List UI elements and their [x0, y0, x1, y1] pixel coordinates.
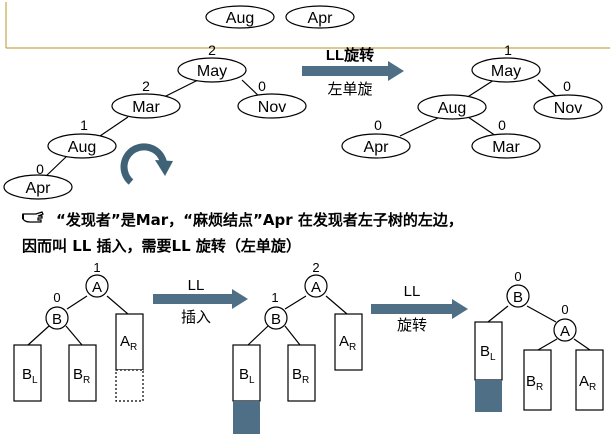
- caption-line-1: “发现者”是Mar，“麻烦结点”Apr 在发现者左子树的左边，: [56, 209, 463, 230]
- right-arrow-icon: [153, 289, 248, 309]
- svg-text:BL: BL: [239, 366, 255, 386]
- stage2-subtree-ar: AR: [334, 313, 363, 371]
- svg-text:BR: BR: [526, 373, 543, 393]
- caption-line-2: 因而叫 LL 插入，需要LL 旋转（左单旋）: [22, 235, 301, 256]
- tree-after-edges: [399, 79, 559, 137]
- tree-after-node-mar: Mar 0: [471, 117, 541, 159]
- svg-text:BR: BR: [73, 366, 90, 386]
- ll-insert-arrow: LL 插入: [153, 277, 248, 326]
- svg-text:B: B: [271, 311, 281, 328]
- svg-text:Apr: Apr: [364, 139, 390, 156]
- right-arrow-icon: [302, 61, 404, 81]
- svg-text:Aug: Aug: [438, 100, 466, 117]
- svg-text:BL: BL: [480, 343, 496, 363]
- svg-text:B: B: [513, 289, 523, 306]
- pending-node-apr: Apr: [285, 5, 355, 29]
- svg-text:AR: AR: [120, 333, 137, 353]
- tree-before-node-nov: Nov 0: [237, 78, 307, 119]
- stage3-subtree-br: BR: [523, 349, 552, 411]
- schematic-stage-1: A 1 B 0 BL BR AR: [13, 260, 144, 402]
- tree-after-node-aug: Aug: [417, 94, 487, 120]
- tree-after-node-may: May 1: [471, 42, 541, 83]
- svg-text:0: 0: [498, 117, 506, 133]
- stage3-subtree-ar: AR: [575, 349, 604, 411]
- svg-text:1: 1: [504, 42, 512, 58]
- svg-text:2: 2: [142, 78, 150, 94]
- right-arrow-icon: [371, 299, 468, 319]
- stage2-node-b: B 1: [264, 290, 288, 330]
- stage2-subtree-bl: BL: [232, 344, 261, 434]
- svg-text:左单旋: 左单旋: [327, 81, 372, 98]
- svg-text:LL: LL: [404, 283, 421, 300]
- pending-node-aug: Aug: [205, 5, 275, 29]
- tree-before-node-aug: Aug 1: [47, 117, 117, 159]
- svg-text:Apr: Apr: [26, 180, 52, 197]
- stage3-inserted-block: [475, 380, 502, 412]
- svg-text:Nov: Nov: [554, 100, 582, 117]
- svg-text:AR: AR: [579, 373, 596, 393]
- corner-bracket: [5, 2, 610, 49]
- svg-text:插入: 插入: [181, 309, 211, 326]
- svg-text:0: 0: [36, 161, 44, 177]
- stage2-node-a: A 2: [304, 260, 328, 298]
- svg-text:1: 1: [271, 290, 278, 305]
- svg-text:A: A: [560, 323, 570, 340]
- stage1-node-b: B 0: [45, 290, 69, 330]
- stage1-subtree-ar: AR: [115, 313, 144, 402]
- svg-text:BR: BR: [292, 366, 309, 386]
- svg-text:A: A: [311, 279, 321, 296]
- svg-text:A: A: [92, 279, 102, 296]
- svg-text:Aug: Aug: [68, 139, 96, 156]
- stage1-ar-dotted-extension: [115, 369, 144, 402]
- svg-text:0: 0: [374, 117, 382, 133]
- stage3-subtree-bl: BL: [474, 321, 503, 412]
- svg-text:1: 1: [80, 117, 88, 133]
- rotate-clockwise-icon: [120, 143, 173, 185]
- svg-text:Mar: Mar: [132, 99, 160, 116]
- tree-after-node-apr: Apr 0: [341, 117, 411, 159]
- svg-text:0: 0: [563, 78, 571, 94]
- svg-text:1: 1: [93, 260, 100, 275]
- svg-text:2: 2: [208, 42, 216, 58]
- svg-text:0: 0: [561, 302, 568, 317]
- tree-after-node-nov: Nov 0: [533, 78, 603, 120]
- tree-before-node-apr: Apr 0: [3, 161, 73, 200]
- svg-text:AR: AR: [339, 333, 356, 353]
- svg-text:Aug: Aug: [226, 10, 254, 27]
- svg-text:0: 0: [258, 78, 266, 94]
- tree-before: May 2 Mar 2 Nov 0 Aug 1 Apr 0: [3, 42, 307, 200]
- schematic-stage-3: B 0 A 0 BL BR AR: [474, 269, 604, 412]
- svg-text:2: 2: [312, 260, 319, 275]
- pointing-hand-icon: [22, 211, 44, 223]
- svg-text:0: 0: [514, 269, 521, 284]
- stage2-subtree-br: BR: [287, 344, 316, 402]
- svg-text:LL: LL: [188, 277, 205, 294]
- tree-before-node-may: May 2: [177, 42, 247, 83]
- svg-text:Mar: Mar: [492, 139, 520, 156]
- stage3-node-a: A 0: [553, 302, 577, 342]
- ll-rotate-arrow: LL 旋转: [371, 283, 468, 334]
- svg-text:0: 0: [53, 290, 60, 305]
- ll-rotation-arrow: LL旋转 左单旋: [302, 46, 404, 98]
- svg-text:LL旋转: LL旋转: [326, 46, 374, 64]
- stage1-subtree-br: BR: [68, 344, 97, 402]
- svg-text:Apr: Apr: [308, 10, 334, 27]
- svg-text:Nov: Nov: [258, 99, 286, 116]
- tree-before-node-mar: Mar 2: [111, 78, 181, 119]
- stage2-inserted-block: [233, 401, 260, 434]
- svg-text:May: May: [197, 63, 227, 80]
- svg-text:旋转: 旋转: [397, 317, 427, 334]
- schematic-stage-2: A 2 B 1 BL BR AR: [232, 260, 363, 434]
- svg-text:B: B: [52, 311, 62, 328]
- svg-text:BL: BL: [22, 366, 38, 386]
- stage1-node-a: A 1: [85, 260, 109, 298]
- stage1-subtree-bl: BL: [13, 344, 42, 402]
- caption-text-2: 因而叫 LL 插入，需要LL 旋转（左单旋）: [22, 237, 301, 255]
- tree-after: May 1 Aug Nov 0 Apr 0 Mar 0: [341, 42, 603, 159]
- stage3-node-b: B 0: [506, 269, 530, 308]
- svg-text:May: May: [491, 63, 521, 80]
- caption-text-1: “发现者”是Mar，“麻烦结点”Apr 在发现者左子树的左边，: [56, 211, 463, 229]
